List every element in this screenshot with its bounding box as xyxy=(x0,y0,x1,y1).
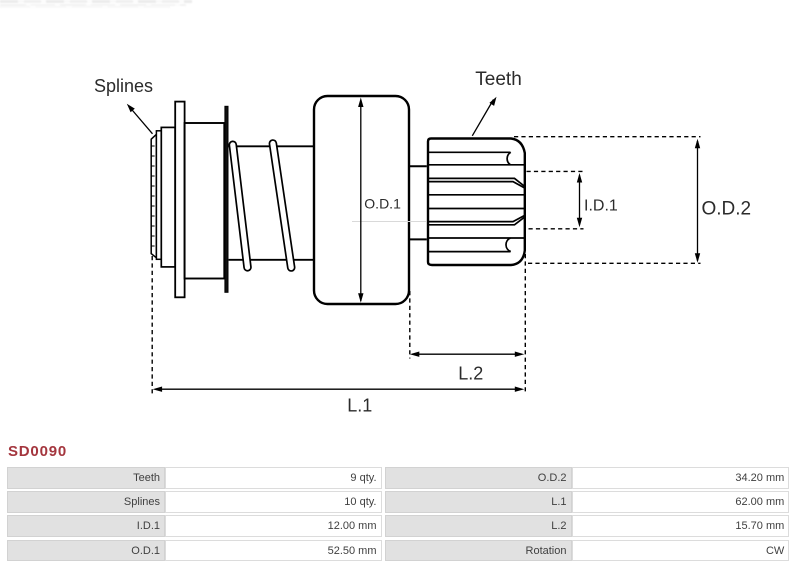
svg-text:Splines: Splines xyxy=(94,76,153,96)
svg-text:O.D.2: O.D.2 xyxy=(702,199,752,220)
svg-text:I.D.1: I.D.1 xyxy=(584,198,618,215)
svg-text:Teeth: Teeth xyxy=(475,69,521,90)
svg-text:L.1: L.1 xyxy=(347,396,372,416)
svg-text:O.D.1: O.D.1 xyxy=(364,196,401,212)
svg-text:L.2: L.2 xyxy=(458,364,483,384)
